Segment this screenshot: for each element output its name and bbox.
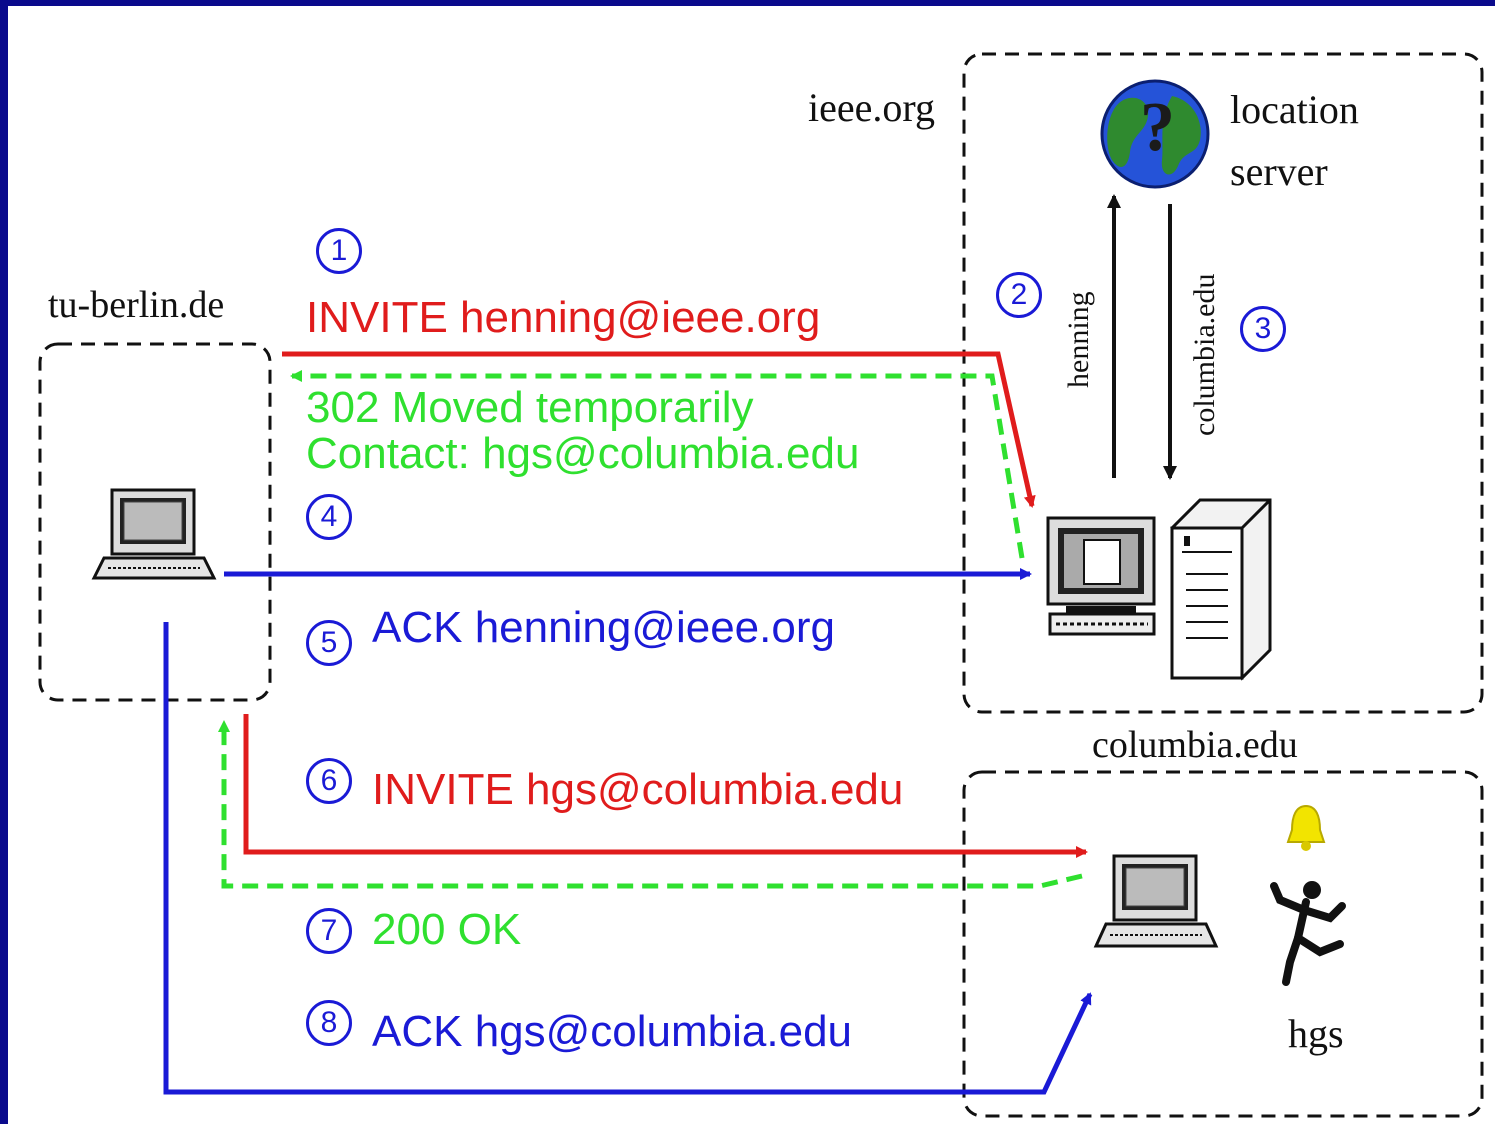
server-tower-icon	[1170, 498, 1272, 681]
moved-arrow	[290, 370, 1025, 559]
laptop-icon	[91, 488, 217, 580]
step-5-badge: 5	[306, 620, 352, 666]
moved-label-line2: Contact: hgs@columbia.edu	[306, 429, 860, 478]
query-request-label: henning	[1062, 291, 1095, 388]
invite-6-label: INVITE hgs@columbia.edu	[372, 765, 904, 814]
proxy-domain-box	[962, 52, 1484, 714]
ack-8-label: ACK hgs@columbia.edu	[372, 1007, 853, 1056]
caller-domain-box	[38, 342, 272, 702]
invite-arrow-1	[282, 351, 1036, 508]
globe-icon: ?	[1100, 79, 1210, 189]
location-server-label-line2: server	[1230, 149, 1328, 194]
running-person-icon	[1270, 881, 1346, 986]
step-2-badge: 2	[996, 272, 1042, 318]
invite-1-label: INVITE henning@ieee.org	[306, 293, 821, 342]
callee-user-label: hgs	[1288, 1011, 1344, 1056]
svg-text:?: ?	[1140, 89, 1175, 166]
step-6-badge: 6	[306, 758, 352, 804]
ok-7-label: 200 OK	[372, 905, 522, 954]
callee-domain-box	[962, 770, 1484, 1118]
ok-arrow-7	[218, 720, 1083, 889]
step-3-badge: 3	[1240, 306, 1286, 352]
caller-domain-label: tu-berlin.de	[48, 284, 225, 326]
step-1-badge: 1	[316, 228, 362, 274]
proxy-domain-label: ieee.org	[808, 85, 935, 130]
query-reply-label: columbia.edu	[1188, 273, 1221, 436]
ack-arrow-8	[163, 622, 1093, 1095]
step-8-badge: 8	[306, 1000, 352, 1046]
callee-laptop-icon	[1093, 854, 1219, 948]
ack-5-label: ACK henning@ieee.org	[372, 603, 835, 652]
bell-icon	[1286, 804, 1326, 851]
location-server-label-line1: location	[1230, 87, 1359, 132]
moved-label-line1: 302 Moved temporarily	[306, 383, 754, 432]
callee-domain-label: columbia.edu	[1092, 724, 1298, 766]
workstation-icon	[1046, 516, 1156, 636]
step-4-badge: 4	[306, 494, 352, 540]
step-7-badge: 7	[306, 908, 352, 954]
invite-arrow-6	[243, 714, 1088, 858]
